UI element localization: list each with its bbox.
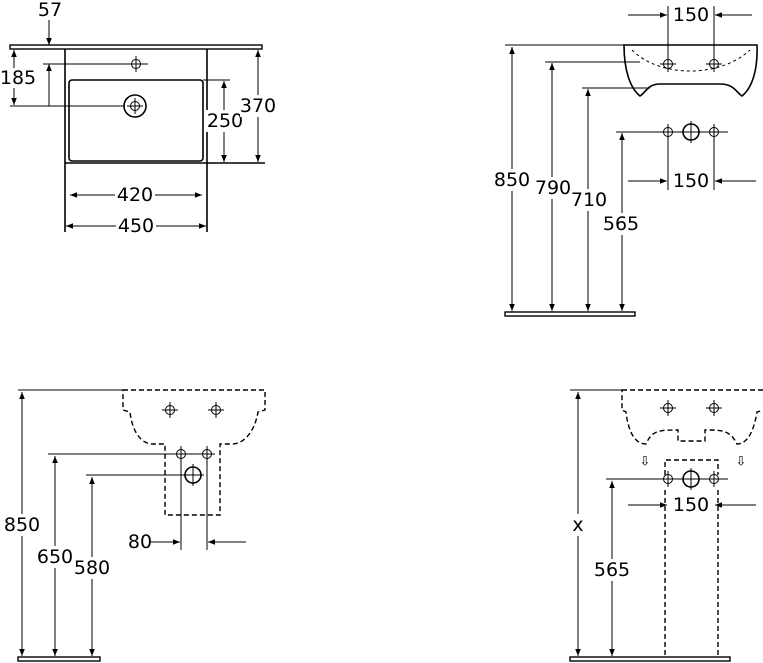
dim-150-bottom: 150	[673, 170, 709, 192]
dim-850: 850	[494, 169, 530, 191]
dim-150-top: 150	[673, 4, 709, 26]
wall-bar	[9, 44, 263, 50]
dim-57: 57	[38, 0, 62, 21]
dim-x: x	[572, 514, 583, 536]
dim-80: 80	[128, 531, 152, 553]
dim-710: 710	[571, 189, 607, 211]
down-arrow-icon: ⇩	[640, 455, 651, 470]
semi-pedestal-view: ⇩ ⇩ 150 x 565	[569, 389, 763, 662]
dim-650: 650	[37, 546, 73, 568]
dim-580: 580	[74, 557, 110, 579]
dim-790: 790	[535, 177, 571, 199]
wall-hung-front-view: 150 150 850 790 710 565	[493, 4, 758, 317]
bowl-outline	[68, 79, 204, 162]
dim-565: 565	[594, 559, 630, 581]
top-plan-view: 57 185 250 370 420 450	[0, 0, 278, 237]
dim-250: 250	[207, 110, 243, 132]
dim-185: 185	[0, 67, 36, 89]
dim-420: 420	[117, 184, 153, 206]
floor-bar	[17, 656, 101, 662]
down-arrow-icon: ⇩	[736, 455, 747, 470]
floor-bar	[569, 656, 731, 662]
pedestal-view: 80 850 650 580	[3, 389, 266, 662]
dim-150: 150	[673, 494, 709, 516]
floor-bar	[504, 311, 636, 317]
dim-565: 565	[603, 213, 639, 235]
drain-icon	[123, 94, 147, 118]
dim-850: 850	[4, 514, 40, 536]
dim-370: 370	[240, 95, 276, 117]
dim-450: 450	[118, 215, 154, 237]
